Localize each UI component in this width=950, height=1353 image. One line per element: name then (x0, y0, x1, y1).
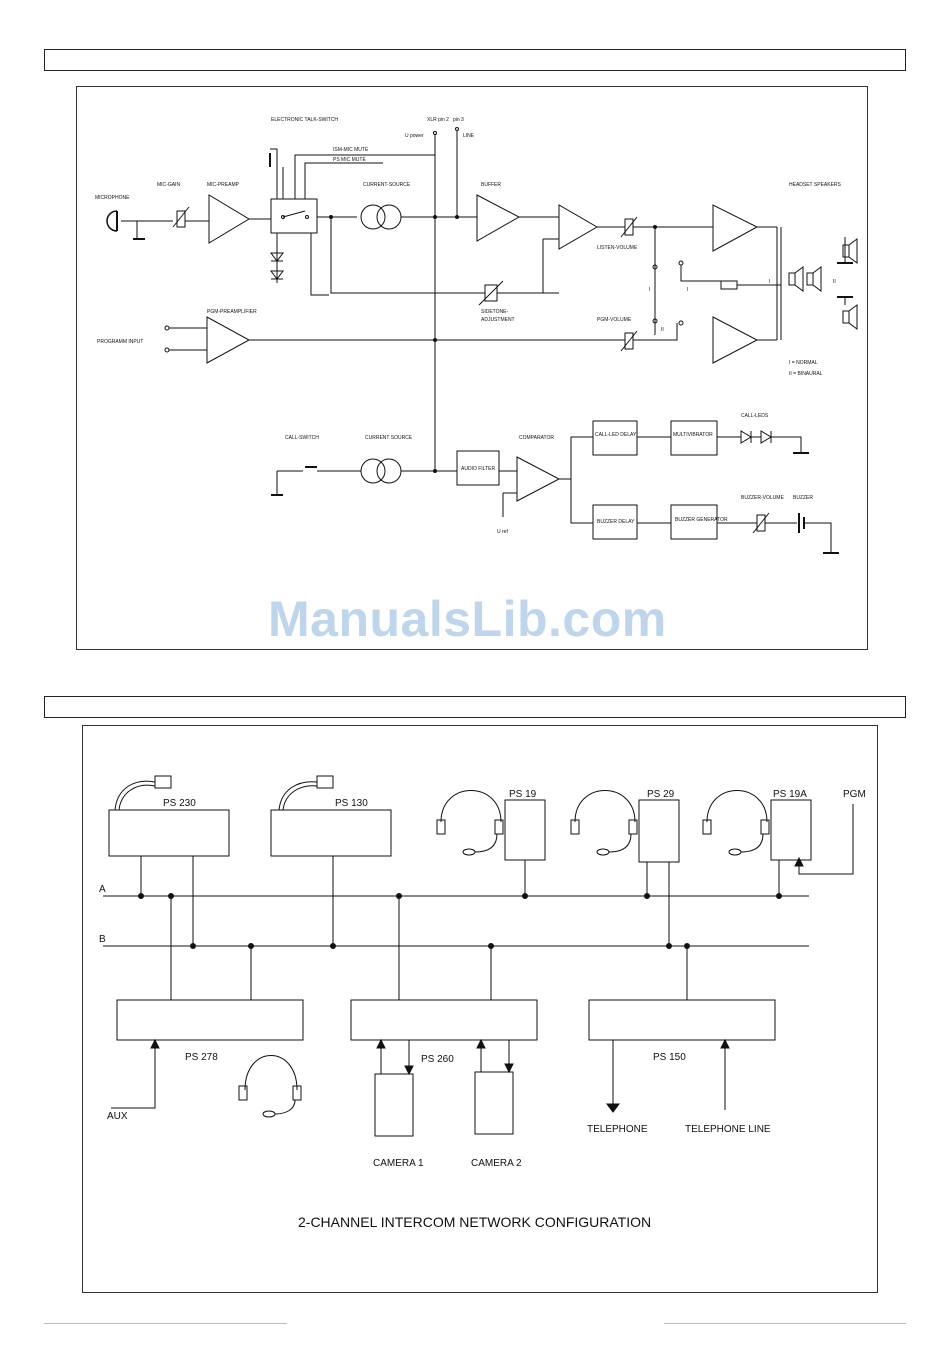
label-microphone: MICROPHONE (95, 195, 130, 201)
label-bus-a: A (99, 884, 106, 895)
pgm-input-line (798, 804, 854, 875)
pgm-volume-resistor (624, 332, 634, 350)
label-programm-input: PROGRAMM INPUT (97, 339, 143, 345)
label-adjustment: ADJUSTMENT (481, 317, 515, 323)
label-switch-i-spk: I (769, 279, 770, 285)
buffer-amp (476, 194, 521, 242)
mic-gain-resistor (176, 210, 186, 228)
label-ps19a: PS 19A (773, 789, 807, 800)
camera-1-box (374, 1073, 414, 1137)
station-ps150 (588, 999, 776, 1041)
block-diagram-panel: ELECTRONIC TALK-SWITCH XLR pin 2 pin 3 U… (76, 86, 868, 650)
label-ps29: PS 29 (647, 789, 675, 800)
label-binaural: II = BINAURAL (789, 371, 823, 377)
label-camera-1: CAMERA 1 (373, 1158, 424, 1169)
headset-amp-bottom (712, 316, 759, 364)
label-ps278: PS 278 (185, 1052, 218, 1063)
label-buzzer-generator: BUZZER GENERATOR (675, 517, 728, 523)
station-ps130 (270, 809, 392, 857)
label-comparator: COMPARATOR (519, 435, 554, 441)
listen-amp (558, 204, 598, 250)
label-xlr-pin2: XLR pin 2 (427, 117, 449, 123)
label-buzzer: BUZZER (793, 495, 813, 501)
electronic-talk-switch-box (270, 198, 318, 234)
label-pgm: PGM (843, 789, 866, 800)
label-buzzer-volume: BUZZER-VOLUME (741, 495, 784, 501)
label-normal: I = NORMAL (789, 360, 818, 366)
block-diagram: ELECTRONIC TALK-SWITCH XLR pin 2 pin 3 U… (95, 117, 858, 554)
comparator-amp (516, 456, 561, 502)
label-aux: AUX (107, 1111, 128, 1122)
station-ps19a (770, 799, 812, 861)
aux-line (111, 1048, 156, 1109)
label-ps-mic-mute: PS MIC MUTE (333, 157, 366, 163)
buzzer-delay-box (592, 504, 638, 540)
label-telephone-line: TELEPHONE LINE (685, 1124, 771, 1135)
buzzer-generator-box (670, 504, 718, 540)
label-call-leds: CALL-LEDS (741, 413, 769, 419)
multivibrator-box (670, 420, 718, 456)
station-ps278 (116, 999, 304, 1041)
station-ps260 (350, 999, 538, 1041)
label-mic-preamp: MIC-PREAMP (207, 182, 240, 188)
label-ps130: PS 130 (335, 798, 368, 809)
label-sidetone: SIDETONE- (481, 309, 508, 315)
label-buffer: BUFFER (481, 182, 501, 188)
audio-filter-box (456, 450, 500, 486)
footer-rule-left (44, 1323, 287, 1324)
label-telephone: TELEPHONE (587, 1124, 648, 1135)
label-call-led-delay: CALL-LED DELAY (595, 432, 637, 438)
headset-amp-top (712, 204, 759, 252)
label-ps150: PS 150 (653, 1052, 686, 1063)
label-buzzer-delay: BUZZER DELAY (597, 519, 635, 525)
network-diagram-panel: A B PS 230 PS 130 PS 19 PS 29 PS 19A PGM… (82, 725, 878, 1293)
label-pin3: pin 3 (453, 117, 464, 123)
current-source-top (360, 204, 386, 230)
label-u-ref: U ref (497, 529, 508, 535)
station-ps19 (504, 799, 546, 861)
pgm-preamplifier-amp (206, 316, 251, 364)
label-camera-2: CAMERA 2 (471, 1158, 522, 1169)
network-diagram: A B PS 230 PS 130 PS 19 PS 29 PS 19A PGM… (99, 775, 866, 1230)
label-switch-ii-spk: II (833, 279, 836, 285)
label-multivibrator: MULTIVIBRATOR (673, 432, 713, 438)
camera-2-box (474, 1071, 514, 1135)
headset-speaker-right (842, 244, 850, 258)
label-u-power: U power (405, 133, 424, 139)
label-pgm-volume: PGM-VOLUME (597, 317, 632, 323)
current-source-bottom (360, 458, 386, 484)
label-audio-filter: AUDIO FILTER (461, 466, 495, 472)
label-ps19: PS 19 (509, 789, 537, 800)
label-call-switch: CALL-SWITCH (285, 435, 319, 441)
label-pgm-preamplifier: PGM-PREAMPLIFIER (207, 309, 257, 315)
label-current-source-bottom: CURRENT SOURCE (365, 435, 413, 441)
manualslib-watermark: ManualsLib.com (268, 591, 667, 647)
label-ism-mic-mute: ISM-MIC MUTE (333, 147, 369, 153)
mic-preamp-amp (208, 194, 250, 244)
label-mic-gain: MIC-GAIN (157, 182, 180, 188)
label-ps230: PS 230 (163, 798, 196, 809)
station-ps230 (108, 809, 230, 857)
call-led-delay-box (592, 420, 638, 456)
label-current-source-top: CURRENT-SOURCE (363, 182, 411, 188)
label-headset-speakers: HEADSET SPEAKERS (789, 182, 842, 188)
footer-rule-right (664, 1323, 906, 1324)
label-line: LINE (463, 133, 475, 139)
label-bus-b: B (99, 934, 106, 945)
label-switch-i-right: I (687, 287, 688, 293)
section-header-bar-bottom (44, 696, 906, 718)
label-listen-volume: LISTEN-VOLUME (597, 245, 638, 251)
section-header-bar-top (44, 49, 906, 71)
label-switch-ii-left: II (661, 327, 664, 333)
network-title: 2-CHANNEL INTERCOM NETWORK CONFIGURATION (298, 1214, 651, 1230)
station-ps29 (638, 799, 680, 863)
microphone-symbol (106, 210, 118, 232)
label-electronic-talk-switch: ELECTRONIC TALK-SWITCH (271, 117, 338, 123)
label-ps260: PS 260 (421, 1054, 454, 1065)
label-switch-i-left: I (649, 287, 650, 293)
